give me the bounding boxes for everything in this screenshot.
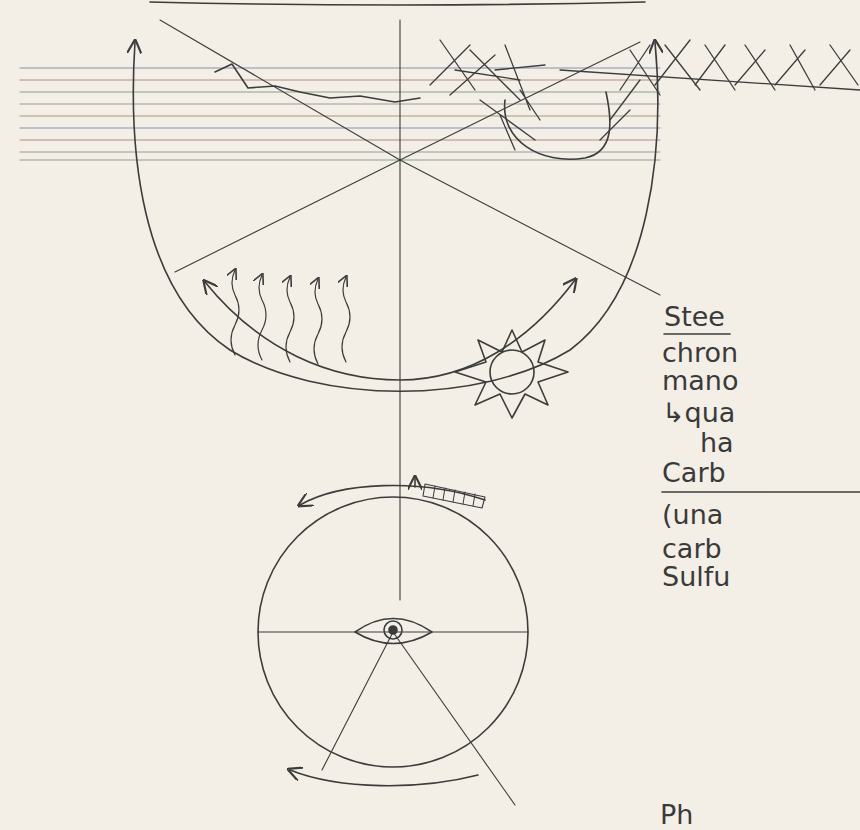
- note-text: Carb: [662, 458, 726, 488]
- note-text: Stee: [664, 302, 725, 332]
- strata-lines: [20, 68, 660, 160]
- heading-underline: [664, 333, 730, 335]
- radial-lines: [160, 20, 660, 600]
- ground-profile: [215, 64, 420, 102]
- tree-sketch: [430, 40, 860, 150]
- small-globe: [258, 478, 528, 805]
- note-text: ha: [700, 428, 734, 458]
- note-text: ↳qua: [662, 398, 735, 428]
- top-curve: [150, 2, 645, 5]
- note-text: (una: [662, 500, 723, 530]
- cycle-arc: [133, 42, 657, 391]
- note-text: carb: [662, 534, 722, 564]
- note-text: Ph: [660, 800, 693, 830]
- sun-symbol: [455, 330, 568, 418]
- note-text: chron: [662, 338, 738, 368]
- heat-arrows: [231, 270, 350, 364]
- basin: [505, 92, 610, 159]
- heading-underline: [662, 491, 860, 493]
- note-text: Sulfu: [662, 562, 730, 592]
- note-text: mano: [662, 366, 738, 396]
